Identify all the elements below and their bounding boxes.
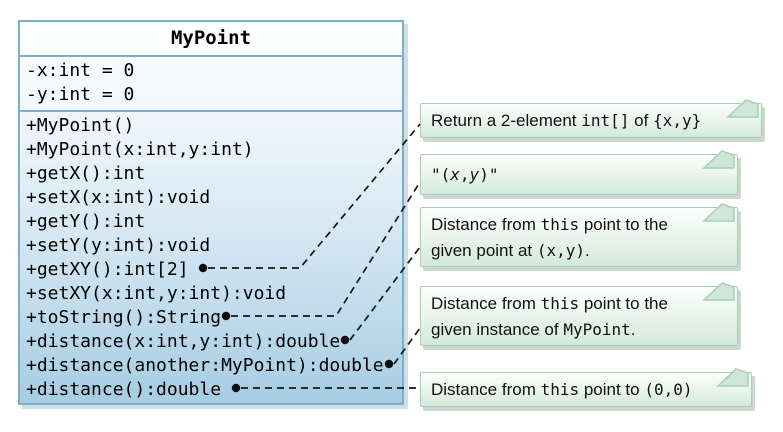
folded-corner-icon [702,203,735,222]
note-distance-origin: Distance from this point to (0,0) [420,368,752,407]
method-item: +getX():int [26,163,146,184]
method-item: +setXY(x:int,y:int):void [26,283,287,304]
method-item: +getY():int [26,211,146,232]
note-text: Return a 2-element int[] of {x,y} [431,111,702,130]
note-text: "(x,y)" [431,165,499,184]
note-text: Distance from this point to (0,0) [431,380,693,399]
field-item: -x:int = 0 [26,60,135,81]
method-item: +MyPoint() [26,115,135,136]
note-tostring: "(x,y)" [420,150,738,195]
class-box: MyPoint -x:int = 0-y:int = 0 +MyPoint()+… [18,20,404,405]
method-item: +MyPoint(x:int,y:int) [26,139,254,160]
fields-compartment: -x:int = 0 -y:int = 0 [20,55,402,110]
note-getxy: Return a 2-element int[] of {x,y} [420,99,762,138]
method-item: +distance(another:MyPoint):double [26,355,384,376]
method-item: +setX(x:int):void [26,187,211,208]
folded-corner-icon [702,150,735,169]
folded-corner-icon [702,282,735,301]
methods-compartment: +MyPoint() +MyPoint(x:int,y:int) +getX():i… [20,110,402,403]
method-item: +distance():double [26,379,222,400]
method-item: +toString():String [26,307,222,328]
folded-corner-icon [726,99,759,118]
folded-corner-icon [716,368,749,387]
method-item: +getXY():int[2] [26,259,189,280]
class-name: MyPoint [170,27,252,49]
method-item: +distance(x:int,y:int):double [26,331,341,352]
field-item: -y:int = 0 [26,84,135,105]
method-item: +setY(y:int):void [26,235,211,256]
